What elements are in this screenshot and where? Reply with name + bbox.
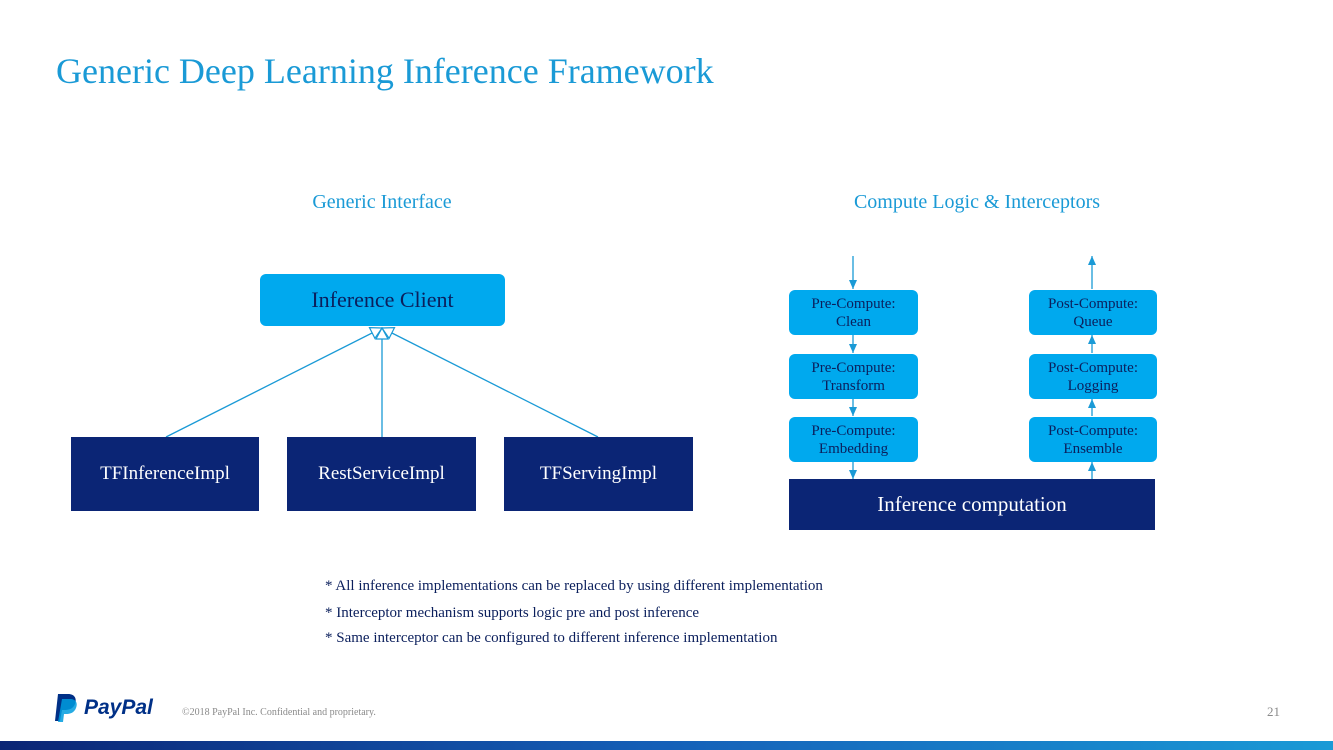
tf-serving-link [382, 328, 599, 438]
copyright-text: ©2018 PayPal Inc. Confidential and propr… [182, 707, 376, 718]
bottom-accent-bar [0, 741, 1333, 750]
post-compute-queue-box: Post-Compute: Queue [1029, 290, 1157, 335]
box-line2: Transform [822, 377, 885, 394]
box-line1: Pre-Compute: [811, 422, 896, 439]
pre-compute-transform-box: Pre-Compute: Transform [789, 354, 918, 399]
inference-client-box: Inference Client [260, 274, 505, 326]
impl-label: RestServiceImpl [318, 463, 445, 484]
inference-computation-box: Inference computation [789, 479, 1155, 530]
box-line2: Embedding [818, 440, 889, 457]
box-line2: Clean [836, 313, 871, 330]
pre-compute-clean-box: Pre-Compute: Clean [789, 290, 918, 335]
inference-computation-label: Inference computation [877, 492, 1067, 516]
tf-serving-impl-box: TFServingImpl [504, 437, 693, 511]
box-line1: Post-Compute: [1047, 295, 1138, 312]
box-line1: Post-Compute: [1047, 359, 1138, 376]
note-2: * Interceptor mechanism supports logic p… [325, 605, 700, 621]
post-compute-logging-box: Post-Compute: Logging [1029, 354, 1157, 399]
paypal-logo-text: PayPal [84, 696, 153, 719]
page-title: Generic Deep Learning Inference Framewor… [56, 51, 714, 91]
inference-client-label: Inference Client [311, 287, 454, 312]
paypal-p-icon [55, 694, 77, 722]
rest-service-impl-box: RestServiceImpl [287, 437, 476, 511]
tf-inference-impl-box: TFInferenceImpl [71, 437, 259, 511]
tf-inference-link [165, 328, 382, 438]
box-line2: Logging [1067, 377, 1119, 394]
pre-compute-embedding-box: Pre-Compute: Embedding [789, 417, 918, 462]
box-line1: Pre-Compute: [811, 359, 896, 376]
box-line1: Pre-Compute: [811, 295, 896, 312]
page-number: 21 [1267, 704, 1280, 719]
impl-label: TFServingImpl [539, 463, 658, 484]
note-1: * All inference implementations can be r… [325, 578, 823, 594]
generic-interface-heading: Generic Interface [312, 191, 452, 213]
box-line2: Queue [1073, 313, 1113, 330]
box-line2: Ensemble [1063, 440, 1123, 457]
impl-label: TFInferenceImpl [100, 463, 230, 484]
post-compute-ensemble-box: Post-Compute: Ensemble [1029, 417, 1157, 462]
note-3: * Same interceptor can be configured to … [325, 630, 778, 646]
box-line1: Post-Compute: [1047, 422, 1138, 439]
compute-logic-heading: Compute Logic & Interceptors [853, 191, 1101, 213]
paypal-logo: PayPal [54, 692, 169, 724]
